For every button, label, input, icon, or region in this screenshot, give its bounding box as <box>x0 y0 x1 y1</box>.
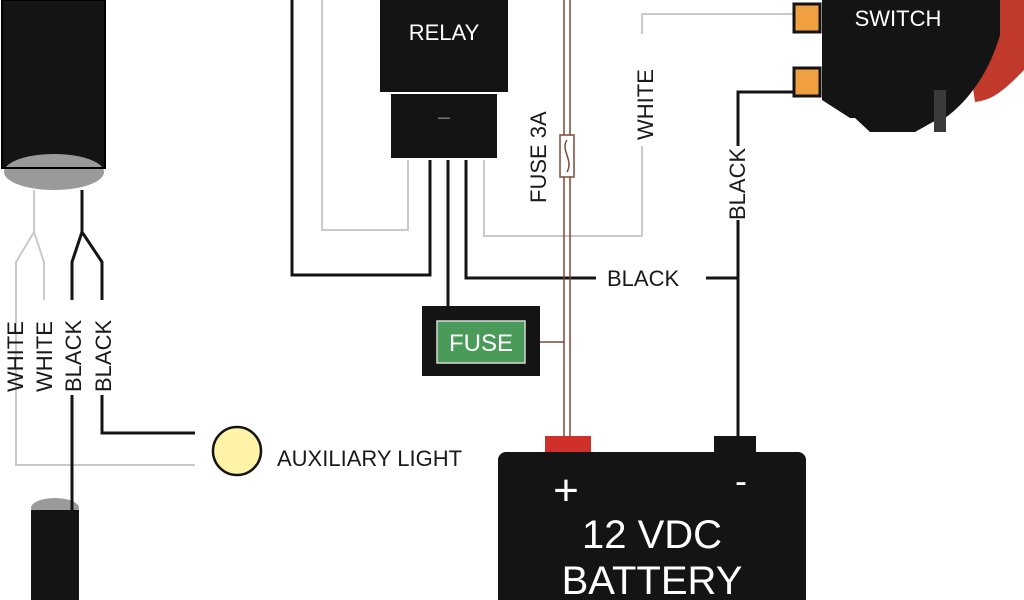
auxiliary-light-label: AUXILIARY LIGHT <box>277 446 462 471</box>
left-wires <box>15 190 195 510</box>
battery: + - 12 VDC BATTERY <box>498 436 806 600</box>
switch-post-icon <box>934 90 946 132</box>
switch-label: SWITCH <box>855 6 942 31</box>
left-white-label-1: WHITE <box>3 321 28 392</box>
fuse-3a-label: FUSE 3A <box>526 111 551 203</box>
fuse-box-label: FUSE <box>449 330 513 357</box>
auxiliary-light-bulb-icon <box>211 425 263 477</box>
relay-minus-label: – <box>438 104 451 129</box>
battery-plus-label: + <box>553 466 579 515</box>
lower-cable-housing <box>31 510 79 600</box>
fuse-3a-element-icon <box>564 139 570 173</box>
switch-terminal-top <box>792 2 822 34</box>
rocker-switch: SWITCH <box>792 0 1024 132</box>
fuse-box-green <box>436 320 526 364</box>
left-white-label-2: WHITE <box>32 321 57 392</box>
relay-base <box>391 94 497 158</box>
left-wire-labels: WHITE WHITE BLACK BLACK <box>3 320 116 392</box>
relay-label: RELAY <box>409 20 480 45</box>
switch-body <box>822 0 1000 118</box>
switch-terminal-bottom <box>792 66 822 98</box>
black-main-label: BLACK <box>607 266 679 291</box>
battery-positive-terminal <box>545 436 591 454</box>
fuse-box: FUSE <box>422 306 540 376</box>
relay-body <box>380 0 508 92</box>
auxiliary-light: AUXILIARY LIGHT <box>211 425 462 477</box>
upper-cable-cap <box>4 154 104 190</box>
battery-negative-terminal <box>714 436 756 454</box>
left-cable-assembly <box>1 0 106 600</box>
battery-body <box>498 452 806 600</box>
relay: RELAY – <box>380 0 508 158</box>
relay-wires <box>290 0 796 438</box>
upper-cable-housing <box>2 0 105 168</box>
left-black-label-2: BLACK <box>91 320 116 392</box>
white-switch-label: WHITE <box>633 69 658 140</box>
black-switch-label: BLACK <box>725 148 750 220</box>
battery-name-label: BATTERY <box>562 559 743 600</box>
fuse-3a: FUSE 3A <box>526 0 575 438</box>
battery-voltage-label: 12 VDC <box>582 513 722 557</box>
battery-minus-label: - <box>735 460 747 501</box>
left-black-label-1: BLACK <box>61 320 86 392</box>
